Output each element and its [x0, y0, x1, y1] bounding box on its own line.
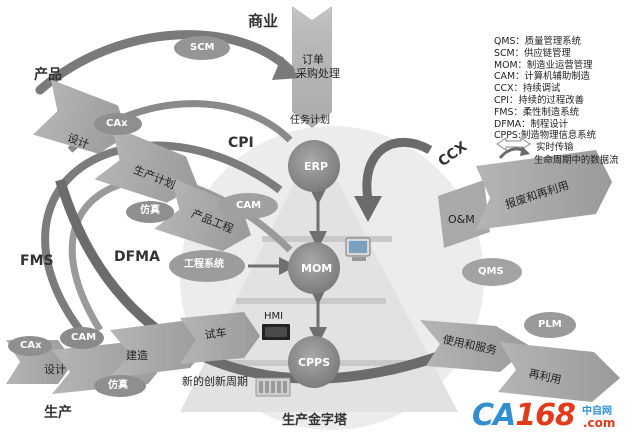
- ccx-arrowhead: [354, 196, 382, 222]
- erp-circle: [288, 140, 340, 192]
- cam-ellipse-top: [218, 193, 278, 219]
- om-label: O&M: [448, 213, 475, 226]
- legend-item: QMS：质量管理系统: [494, 36, 582, 47]
- legend-lifecycle: 生命周期中的数据流: [534, 155, 619, 166]
- legend-item: CPI：持续的过程改善: [494, 94, 584, 106]
- cpps-label: CPPS: [298, 356, 331, 369]
- logo-ca: CA: [472, 398, 516, 433]
- dfma-label: DFMA: [114, 249, 160, 265]
- order-text-2: 采购处理: [296, 67, 340, 80]
- new-cycle-label: 新的创新周期: [182, 375, 248, 388]
- plc-module-icon: [255, 377, 291, 397]
- simulation-label-top: 仿真: [140, 205, 160, 216]
- trial-label: 试车: [203, 325, 228, 342]
- product-arrow-2: [94, 126, 198, 203]
- lifecycle-sweep-arrow: [55, 178, 483, 384]
- legend-item: FMS：柔性制造系统: [494, 106, 580, 118]
- erp-label: ERP: [304, 160, 329, 173]
- qms-ellipse: [462, 258, 522, 286]
- sim-ellipse-bottom: [94, 375, 146, 397]
- pyramid-label: 生产金字塔: [282, 413, 348, 428]
- mom-circle: [288, 242, 340, 294]
- design-label-bottom: 设计: [44, 363, 66, 376]
- plm-label: PLM: [538, 319, 562, 330]
- realtime-arrow-icon: [496, 137, 531, 151]
- product-label: 产品: [34, 67, 62, 83]
- lifecycle-arrow-icon: [498, 146, 530, 160]
- scrap-arrow: [476, 150, 612, 230]
- fms-label: FMS: [20, 253, 54, 269]
- logo-chinese-name: 中自网: [582, 406, 612, 417]
- legend-item: CAM：计算机辅助制造: [494, 71, 591, 83]
- pyramid-band: [236, 298, 386, 304]
- ca168-logo: CA168: [472, 398, 576, 433]
- legend-realtime: 实时传输: [536, 142, 574, 153]
- business-arrow: [292, 40, 332, 128]
- legend-item: SCM：供应链管理: [494, 47, 571, 59]
- ccx-arrow: [362, 137, 433, 201]
- pyramid-band: [262, 236, 392, 242]
- qms-label: QMS: [478, 266, 504, 277]
- use-service-arrow: [420, 320, 530, 372]
- legend: QMS：质量管理系统 SCM：供应链管理 MOM：制造业运营管理 CAM：计算机…: [494, 36, 596, 142]
- eng-system-label: 工程系统: [184, 259, 224, 270]
- cam-label-top: CAM: [236, 200, 262, 211]
- hmi-panel-icon: [262, 324, 290, 340]
- computer-icon: [345, 237, 371, 261]
- cax-ellipse-top: [94, 113, 142, 135]
- om-arrow: [438, 180, 490, 248]
- scm-loop-arrowhead: [272, 56, 300, 80]
- build-label: 建造: [126, 349, 148, 362]
- legend-item: CCX：持续调试: [494, 83, 561, 95]
- simulation-label-bottom: 仿真: [108, 380, 128, 391]
- fms-loop-arrow: [41, 141, 283, 333]
- logo-number: 168: [515, 398, 576, 433]
- eng-system-ellipse: [169, 250, 245, 282]
- cax-ellipse-bottom: [8, 336, 52, 356]
- business-label: 商业: [248, 12, 279, 30]
- scm-loop-arrow: [35, 30, 295, 95]
- cam-ellipse-bottom: [60, 327, 104, 349]
- sim-ellipse-top: [126, 201, 174, 223]
- reuse-arrow: [498, 342, 620, 402]
- logo-domain: .com: [583, 416, 616, 430]
- plm-ellipse: [524, 312, 576, 338]
- legend-item: MOM：制造业运营管理: [494, 59, 593, 71]
- scm-label-top: SCM: [190, 42, 215, 53]
- mom-label: MOM: [301, 262, 333, 275]
- cam-label-bottom: CAM: [71, 332, 97, 343]
- cax-label-top: CAx: [106, 118, 128, 129]
- task-plan-label: 任务计划: [290, 115, 330, 126]
- cax-label-bottom: CAx: [20, 340, 42, 351]
- order-text-1: 订单: [302, 53, 324, 66]
- cpps-circle: [288, 336, 340, 388]
- legend-item: CPPS:制造物理信息系统: [494, 130, 596, 142]
- product-arrow-1: [32, 79, 128, 154]
- cpi-label: CPI: [228, 135, 254, 151]
- production-label: 生产: [44, 405, 72, 421]
- scm-ellipse: [174, 36, 230, 60]
- legend-item: DFMA：制程设计: [494, 118, 568, 130]
- production-arrow-4: [180, 312, 260, 364]
- product-arrow-3: [154, 177, 251, 252]
- hmi-label: HMI: [264, 311, 284, 322]
